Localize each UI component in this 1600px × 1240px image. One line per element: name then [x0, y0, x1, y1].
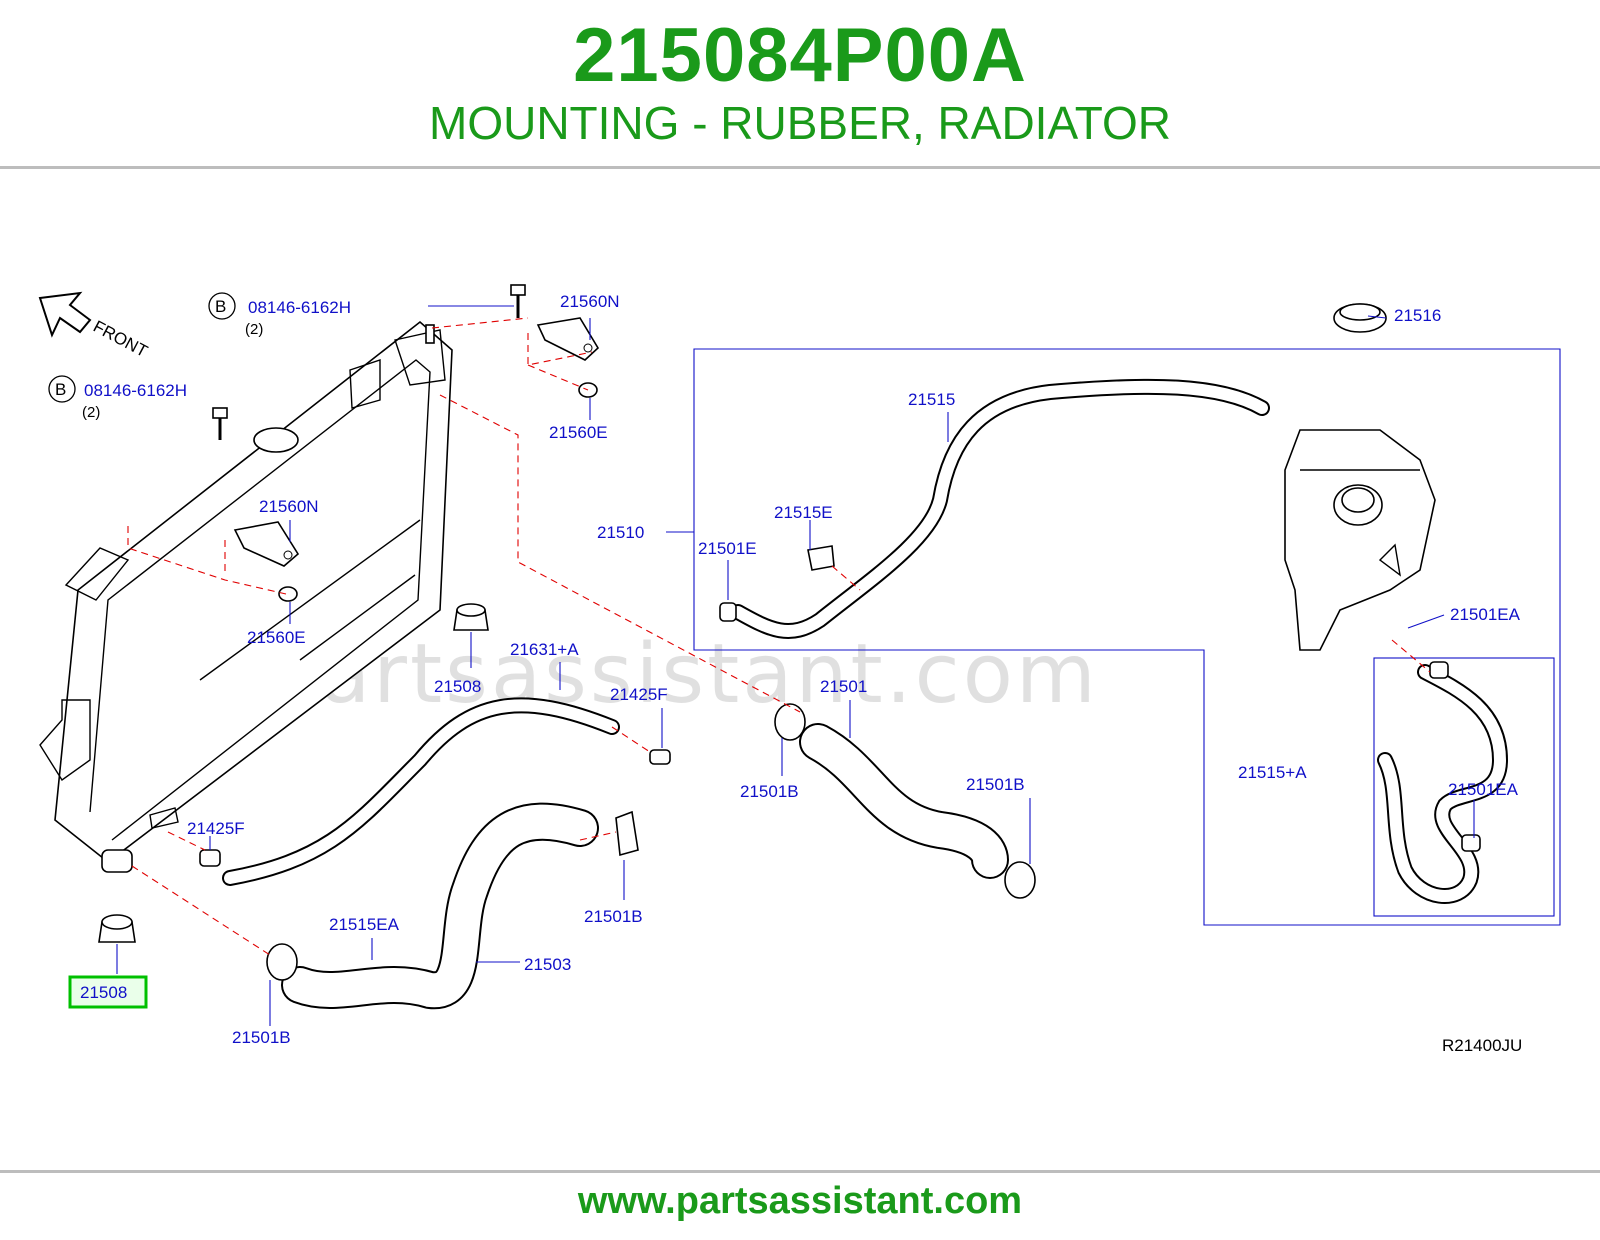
label-21501EA-bot: 21501EA [1448, 780, 1519, 799]
part-description: MOUNTING - RUBBER, RADIATOR [429, 97, 1171, 149]
clamp-21501B-b [1004, 861, 1036, 899]
assembly-box-21510 [693, 348, 1561, 926]
clip-21425F-right [649, 749, 671, 765]
footer-divider [0, 1170, 1600, 1173]
label-21510: 21510 [597, 523, 644, 542]
clip-21515E [807, 545, 835, 571]
hose-21631A [222, 697, 620, 886]
label-21560N-top: 21560N [560, 292, 620, 311]
assembly-box-21515A [1373, 657, 1555, 917]
hose-21503 [281, 802, 599, 1010]
bolt-qty-left: (2) [82, 404, 100, 421]
header-divider [0, 166, 1600, 169]
label-21501E: 21501E [698, 539, 757, 558]
clamp-21501EA-top [1429, 661, 1449, 679]
label-21501B-c: 21501B [584, 907, 643, 926]
label-21501B-d: 21501B [232, 1028, 291, 1047]
reservoir-cap-21516 [1333, 303, 1387, 333]
label-21631A: 21631+A [510, 640, 579, 659]
clamp-21501B-d [266, 943, 298, 981]
relation-lines [127, 317, 1431, 956]
label-21503: 21503 [524, 955, 571, 974]
hose-21515 [730, 378, 1270, 639]
clip-21425F-left [199, 849, 221, 867]
radiator-core [39, 320, 453, 873]
hose-21501 [799, 723, 1009, 879]
bracket-21560N-mid [233, 521, 300, 567]
bolt-callout-left: B 08146-6162H (2) [48, 375, 187, 421]
mount-rubber-21508-mid [453, 603, 489, 631]
label-21508-mid: 21508 [434, 677, 481, 696]
label-21501: 21501 [820, 677, 867, 696]
label-21515E: 21515E [774, 503, 833, 522]
bolt-icon-left [212, 407, 228, 440]
bracket-21560N-top [536, 317, 600, 361]
label-21560E-mid: 21560E [247, 628, 306, 647]
label-21425F-left: 21425F [187, 819, 245, 838]
footer-website[interactable]: www.partsassistant.com [577, 1180, 1023, 1222]
clamp-21501B-c [615, 810, 639, 857]
label-21516: 21516 [1394, 306, 1441, 325]
diagram-ref-code: R21400JU [1442, 1036, 1522, 1055]
label-21501B-a: 21501B [740, 782, 799, 801]
bolt-callout-top: B 08146-6162H (2) [208, 292, 351, 338]
label-21560N-mid: 21560N [259, 497, 319, 516]
bolt-part-label-left: 08146-6162H [84, 381, 187, 400]
bolt-marker-top: B [215, 297, 226, 316]
label-21515: 21515 [908, 390, 955, 409]
leader-lines [116, 305, 1475, 1026]
grommet-21560E-mid [278, 586, 298, 602]
label-21515EA: 21515EA [329, 915, 400, 934]
clamp-21501EA-bot [1461, 834, 1481, 852]
clamp-21501B-a [774, 703, 806, 741]
label-21515A: 21515+A [1238, 763, 1307, 782]
highlighted-part-21508[interactable]: 21508 [68, 975, 148, 1009]
bolt-part-label-top: 08146-6162H [248, 298, 351, 317]
mount-rubber-21508-highlighted[interactable] [98, 914, 136, 943]
label-21425F-right: 21425F [610, 685, 668, 704]
label-21508-highlighted[interactable]: 21508 [80, 983, 127, 1002]
hose-21515A [1377, 664, 1509, 904]
clamp-21501E [719, 602, 737, 622]
part-number-title: 215084P00A [573, 13, 1027, 98]
bolt-marker-left: B [55, 380, 66, 399]
front-label: FRONT [90, 317, 151, 361]
bolt-icon-top [510, 284, 526, 318]
label-21560E-top: 21560E [549, 423, 608, 442]
watermark-text: partsassistant.com [265, 627, 1099, 722]
bolt-qty-top: (2) [245, 321, 263, 338]
label-21501EA-top: 21501EA [1450, 605, 1521, 624]
label-21501B-b: 21501B [966, 775, 1025, 794]
front-arrow-icon [38, 291, 92, 338]
reservoir-tank [1284, 429, 1436, 651]
